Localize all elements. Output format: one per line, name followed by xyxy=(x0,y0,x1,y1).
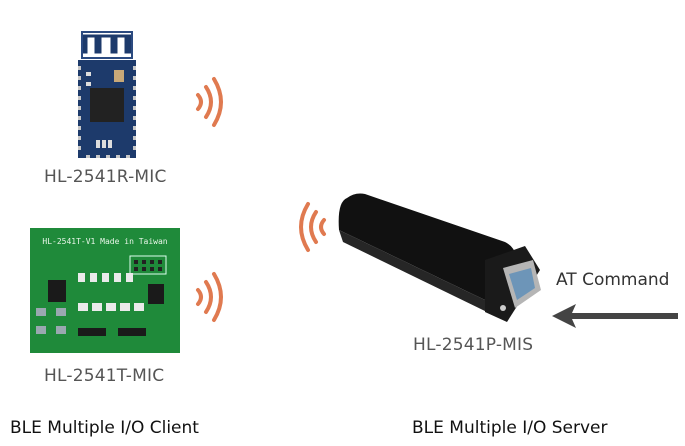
arrow-left-icon xyxy=(552,304,678,328)
client-caption: BLE Multiple I/O Client xyxy=(10,418,199,438)
pcb-silkscreen-text: HL-2541T-V1 Made in Taiwan xyxy=(42,237,167,246)
device-label-t-mic: HL-2541T-MIC xyxy=(44,366,165,386)
ble-module-image xyxy=(78,30,136,158)
at-command-label: AT Command xyxy=(556,270,670,290)
wireless-signal-icon xyxy=(196,272,223,322)
wireless-signal-icon xyxy=(299,202,326,252)
pcb-board-image: HL-2541T-V1 Made in Taiwan xyxy=(30,228,180,353)
device-label-r-mic: HL-2541R-MIC xyxy=(44,167,167,187)
serial-dongle-image xyxy=(338,193,541,322)
server-caption: BLE Multiple I/O Server xyxy=(412,418,608,438)
wireless-signal-icon xyxy=(196,77,223,127)
device-label-p-mis: HL-2541P-MIS xyxy=(413,335,534,355)
